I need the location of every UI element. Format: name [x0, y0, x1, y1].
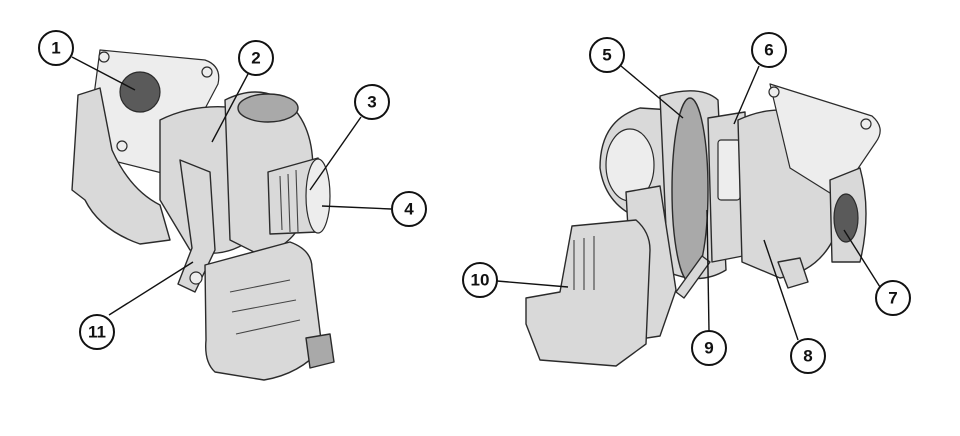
leader-line-11: [108, 261, 194, 316]
compressor-scroll: [237, 93, 299, 123]
leader-line-7: [843, 229, 881, 288]
callout-5: 5: [589, 37, 625, 73]
callouts: 1 2 3 4 5 6 7 8: [38, 30, 911, 374]
callout-label: 4: [404, 200, 414, 219]
callout-11: 11: [79, 314, 115, 350]
turbocharger-right-view: [525, 83, 881, 367]
callout-3: 3: [354, 84, 390, 120]
callout-label: 1: [51, 39, 60, 58]
leader-line-8: [763, 239, 799, 341]
callout-2: 2: [238, 40, 274, 76]
leader-lines: [71, 56, 881, 341]
leader-line-9: [706, 209, 710, 332]
flange-bolt: [860, 118, 872, 130]
callout-label: 8: [803, 347, 812, 366]
callout-label: 11: [88, 323, 106, 342]
callout-9: 9: [691, 330, 727, 366]
callout-label: 3: [367, 93, 376, 112]
linkage-rod: [675, 255, 711, 299]
electronic-actuator: [204, 241, 323, 381]
turbine-housing: [71, 87, 171, 245]
leader-line-10: [496, 280, 569, 288]
electronic-actuator-right: [525, 219, 651, 367]
leader-line-1: [71, 56, 136, 91]
mounting-foot: [777, 257, 809, 289]
flange-port: [119, 71, 161, 113]
flange-bolt: [116, 140, 128, 152]
callout-label: 5: [602, 46, 611, 65]
actuator-arm: [177, 159, 216, 293]
leader-line-3: [309, 116, 362, 191]
leader-line-6: [733, 65, 760, 125]
turbocharger-left-view: [71, 49, 335, 381]
leader-line-2: [211, 73, 249, 143]
leader-line-5: [620, 65, 684, 119]
flange-bolt: [98, 51, 110, 63]
outlet-mouth: [305, 158, 331, 234]
callout-8: 8: [790, 338, 826, 374]
compressor-disc: [671, 97, 709, 283]
callout-label: 2: [251, 49, 260, 68]
actuator-connector: [305, 333, 335, 369]
leader-line-4: [321, 205, 392, 210]
bearing-housing: [717, 139, 741, 201]
callout-4: 4: [391, 191, 427, 227]
callout-label: 6: [764, 41, 773, 60]
callout-label: 10: [471, 271, 490, 290]
actuator-pivot: [189, 271, 203, 285]
flange-bolt: [768, 86, 780, 98]
turbine-outlet-port: [833, 193, 859, 243]
callout-6: 6: [751, 32, 787, 68]
outlet-ribs: [279, 169, 299, 233]
callout-1: 1: [38, 30, 74, 66]
callout-7: 7: [875, 280, 911, 316]
callout-label: 9: [704, 339, 713, 358]
callout-10: 10: [462, 262, 498, 298]
callout-label: 7: [888, 289, 897, 308]
flange-bolt: [201, 66, 213, 78]
actuator-ribs: [229, 279, 301, 335]
actuator-fins: [573, 236, 595, 290]
